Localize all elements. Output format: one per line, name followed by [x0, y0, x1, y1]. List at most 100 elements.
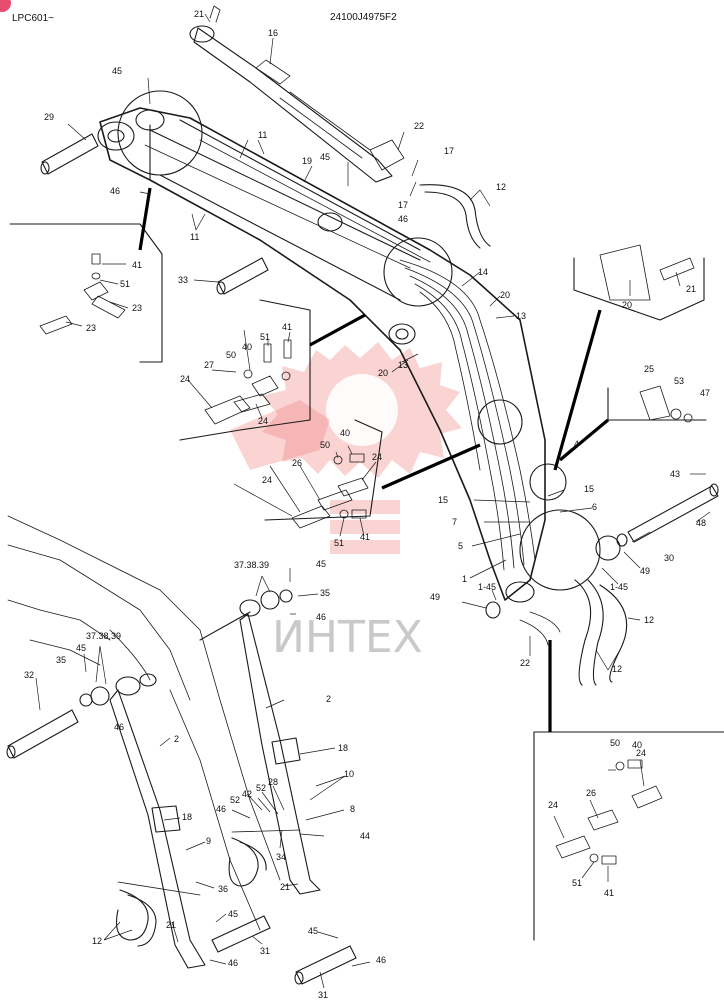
gear-hand-logo-icon: [230, 342, 462, 554]
part-label: 40: [340, 428, 350, 438]
arm-assembly: [40, 90, 719, 686]
part-label: 53: [674, 376, 684, 386]
part-label: 22: [414, 121, 424, 131]
part-label: 17: [398, 200, 408, 210]
part-label: 27: [204, 360, 214, 370]
leader-thick-2: [309, 313, 366, 347]
part-label: 35: [320, 588, 330, 598]
detail-box-left: [9, 223, 163, 363]
detail-box-lower-right: [533, 731, 724, 941]
part-label: 30: [664, 553, 674, 563]
part-label: 51: [260, 332, 270, 342]
part-label: 22: [520, 658, 530, 668]
leader-thick-3: [381, 443, 481, 490]
part-label: 24: [258, 416, 268, 426]
part-label: 31: [260, 946, 270, 956]
part-label: 12: [92, 936, 102, 946]
part-label: 46: [398, 214, 408, 224]
part-label: 45: [76, 643, 86, 653]
part-label: 37.38.39: [234, 560, 269, 570]
part-label: 41: [132, 260, 142, 270]
part-label: 44: [360, 831, 370, 841]
part-label: 48: [696, 518, 706, 528]
part-label: 41: [282, 322, 292, 332]
part-label: 18: [182, 812, 192, 822]
part-label: 45: [308, 926, 318, 936]
part-label: 8: [350, 804, 355, 814]
part-label: 4: [574, 439, 579, 449]
part-label: 11: [258, 130, 267, 140]
part-label: 33: [178, 275, 188, 285]
part-label: 50: [226, 350, 236, 360]
part-label: 16: [268, 28, 278, 38]
part-label: 26: [292, 458, 302, 468]
drawing-number-text: 24100J4975F2: [330, 12, 397, 23]
part-label: 6: [592, 502, 597, 512]
part-label: 14: [478, 267, 488, 277]
part-label: 34: [276, 852, 286, 862]
part-label: 51: [334, 538, 344, 548]
leader-lines: [35, 13, 711, 989]
part-label: 5: [458, 541, 463, 551]
part-label: 45: [320, 152, 330, 162]
part-label: 31: [318, 990, 328, 1000]
watermark-text: ИНТЕХ: [272, 612, 423, 663]
part-label: 21: [280, 882, 290, 892]
part-label: 28: [268, 777, 278, 787]
part-label: 13: [516, 311, 526, 321]
part-label: 12: [612, 664, 622, 674]
part-label: 35: [56, 655, 66, 665]
corner-badge-icon: [0, 0, 11, 12]
part-label: 15: [584, 484, 594, 494]
hose-12-upper: [419, 184, 491, 247]
part-label: 46: [114, 722, 124, 732]
leader-thick-5: [558, 418, 610, 462]
part-label: 49: [640, 566, 650, 576]
bucket-cylinder: [189, 5, 405, 183]
part-label: 15: [438, 495, 448, 505]
part-label: 46: [228, 958, 238, 968]
part-label: 51: [572, 878, 582, 888]
part-label: 29: [44, 112, 54, 122]
part-label: 25: [644, 364, 654, 374]
part-label: 32: [24, 670, 34, 680]
model-range-text: LPC601~: [12, 13, 54, 24]
part-label: 50: [610, 738, 620, 748]
part-label: 46: [316, 612, 326, 622]
part-label: 12: [496, 182, 506, 192]
part-label: 9: [206, 836, 211, 846]
part-label: 1: [462, 574, 467, 584]
part-label: 46: [216, 804, 226, 814]
part-label: 24: [372, 452, 382, 462]
part-label: 12: [644, 615, 654, 625]
part-label: 47: [700, 388, 710, 398]
detail-box-mid: [179, 299, 311, 441]
leader-thick-4: [553, 309, 602, 471]
boom-assembly: [6, 515, 357, 985]
part-label: 42: [242, 789, 252, 799]
part-label: 41: [604, 888, 614, 898]
part-label: 46: [376, 955, 386, 965]
part-label: 26: [586, 788, 596, 798]
part-labels: 21 16 45 29 11 46 19 45 22 17 17 12 46 1…: [24, 9, 710, 1000]
leader-thick-1: [138, 187, 152, 251]
part-label: 37.38.39: [86, 631, 121, 641]
part-label: 19: [302, 156, 312, 166]
part-label: 20: [622, 300, 632, 310]
part-label: 21: [686, 284, 696, 294]
part-label: 10: [344, 769, 354, 779]
part-label: 24: [548, 800, 558, 810]
part-label: 52: [256, 783, 266, 793]
hose-12-upper-b: [424, 191, 481, 249]
part-label: 24: [180, 374, 190, 384]
part-label: 49: [430, 592, 440, 602]
part-label: 51: [120, 279, 130, 289]
part-label: 52: [230, 795, 240, 805]
part-label: 43: [670, 469, 680, 479]
part-label: 45: [228, 909, 238, 919]
part-label: 18: [338, 743, 348, 753]
part-label: 36: [218, 884, 228, 894]
part-label: 45: [316, 559, 326, 569]
part-label: 7: [452, 517, 457, 527]
